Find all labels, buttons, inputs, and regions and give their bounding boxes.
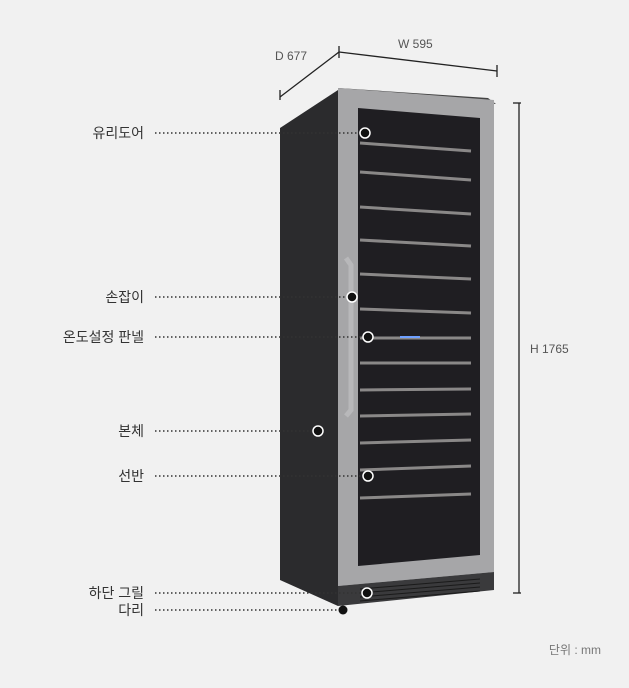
label-leg: 다리 [118, 602, 144, 618]
label-temp-panel: 온도설정 판넬 [62, 329, 144, 345]
leader-lines [155, 132, 365, 611]
depth-label: D 677 [275, 49, 308, 63]
temp-display [400, 336, 420, 338]
unit-note: 단위 : mm [548, 643, 601, 657]
label-handle: 손잡이 [105, 289, 144, 305]
height-label: H 1765 [530, 342, 569, 356]
width-dimension-line [338, 51, 498, 77]
shelves [359, 141, 472, 500]
label-body: 본체 [118, 423, 144, 439]
fridge-side-panel [280, 90, 338, 606]
label-bottom-grill: 하단 그릴 [88, 585, 144, 601]
bottom-grill [338, 572, 494, 606]
grill-vents [359, 578, 481, 602]
height-dimension-line [513, 102, 521, 594]
width-label: W 595 [398, 37, 433, 51]
label-shelf: 선반 [118, 468, 144, 484]
label-glass-door: 유리도어 [92, 125, 144, 141]
marker-dots [312, 127, 374, 615]
